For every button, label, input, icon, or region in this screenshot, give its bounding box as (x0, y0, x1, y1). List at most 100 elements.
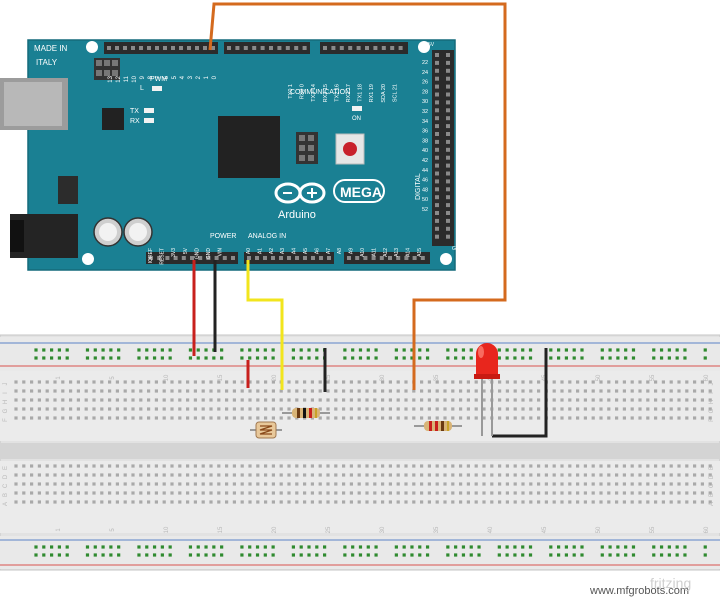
breadboard-hole (264, 473, 268, 477)
header-pin (435, 100, 439, 105)
breadboard-hole (654, 473, 658, 477)
header-pin (260, 46, 265, 50)
breadboard-hole (552, 482, 556, 486)
pin-label: 23 (456, 104, 462, 110)
breadboard-hole (147, 464, 151, 468)
header-pin (302, 46, 307, 50)
breadboard-hole (186, 407, 190, 411)
rail-hole (220, 545, 224, 549)
breadboard-hole (318, 473, 322, 477)
breadboard-hole (552, 398, 556, 402)
breadboard-hole (139, 482, 143, 486)
header-pin (435, 203, 439, 208)
rail-hole (160, 356, 164, 360)
rail-hole (160, 545, 164, 549)
breadboard-hole (217, 389, 221, 393)
rail-hole (521, 545, 525, 549)
breadboard-hole (240, 500, 244, 504)
rail-hole (505, 553, 509, 557)
header-pin (206, 256, 211, 260)
rail-hole (572, 553, 576, 557)
pin-label: TX0 1 (288, 84, 294, 99)
rail-hole (374, 545, 378, 549)
breadboard-hole (334, 389, 338, 393)
breadboard-hole (170, 389, 174, 393)
breadboard-hole (474, 491, 478, 495)
header-pin (379, 256, 384, 260)
rail-hole (469, 545, 473, 549)
breadboard-hole (84, 464, 88, 468)
breadboard-hole (529, 500, 533, 504)
header-pin (371, 256, 376, 260)
breadboard-hole (131, 482, 135, 486)
breadboard-hole (420, 482, 424, 486)
breadboard-hole (53, 407, 57, 411)
rail-hole (374, 348, 378, 352)
breadboard-hole (115, 407, 119, 411)
rail-hole (454, 356, 458, 360)
breadboard-hole (154, 473, 158, 477)
breadboard-hole (451, 491, 455, 495)
breadboard-hole (583, 500, 587, 504)
breadboard-hole (334, 491, 338, 495)
breadboard-hole (115, 464, 119, 468)
breadboard-hole (217, 482, 221, 486)
breadboard-hole (568, 500, 572, 504)
breadboard-hole (521, 491, 525, 495)
breadboard-hole (45, 482, 49, 486)
breadboard-hole (53, 491, 57, 495)
breadboard-hole (607, 407, 611, 411)
breadboard-hole (677, 380, 681, 384)
breadboard-hole (303, 389, 307, 393)
breadboard-hole (404, 389, 408, 393)
communication-label: COMMUNICATION (290, 89, 350, 96)
breadboard-hole (521, 407, 525, 411)
breadboard-hole (661, 389, 665, 393)
breadboard-hole (373, 407, 377, 411)
breadboard-hole (607, 500, 611, 504)
breadboard-hole (568, 491, 572, 495)
pin-label: VIN (218, 248, 224, 257)
breadboard-hole (677, 464, 681, 468)
rail-hole (410, 553, 414, 557)
breadboard-hole (513, 482, 517, 486)
breadboard-hole (669, 416, 673, 420)
breadboard-hole (498, 389, 502, 393)
breadboard-hole (544, 482, 548, 486)
rail-hole (271, 348, 275, 352)
header-pin (179, 46, 183, 50)
rail-hole (50, 356, 54, 360)
rail-hole (137, 553, 141, 557)
rail-hole (240, 356, 244, 360)
breadboard-hole (178, 491, 182, 495)
pin-label: 51 (456, 210, 462, 216)
rail-hole (652, 545, 656, 549)
rail-hole (291, 348, 295, 352)
breadboard-hole (552, 500, 556, 504)
breadboard-hole (170, 473, 174, 477)
breadboard-hole (669, 473, 673, 477)
breadboard-hole (669, 464, 673, 468)
rail-hole (600, 348, 604, 352)
breadboard-hole (599, 389, 603, 393)
site-watermark: www.mfgrobots.com (589, 585, 689, 597)
breadboard-hole (373, 398, 377, 402)
breadboard-hole (451, 398, 455, 402)
breadboard-hole (264, 407, 268, 411)
breadboard-hole (310, 500, 314, 504)
breadboard-hole (22, 491, 26, 495)
breadboard-hole (576, 407, 580, 411)
breadboard-hole (591, 416, 595, 420)
pin-label: 25 (456, 112, 462, 118)
header-pin (435, 124, 439, 129)
header-pin (365, 46, 369, 50)
wires (192, 2, 548, 438)
breadboard-hole (700, 380, 704, 384)
breadboard-hole (349, 407, 353, 411)
rail-hole (85, 356, 90, 360)
rail-hole (65, 348, 69, 352)
breadboard-hole (30, 473, 34, 477)
breadboard-hole (69, 482, 73, 486)
breadboard-hole (349, 491, 353, 495)
